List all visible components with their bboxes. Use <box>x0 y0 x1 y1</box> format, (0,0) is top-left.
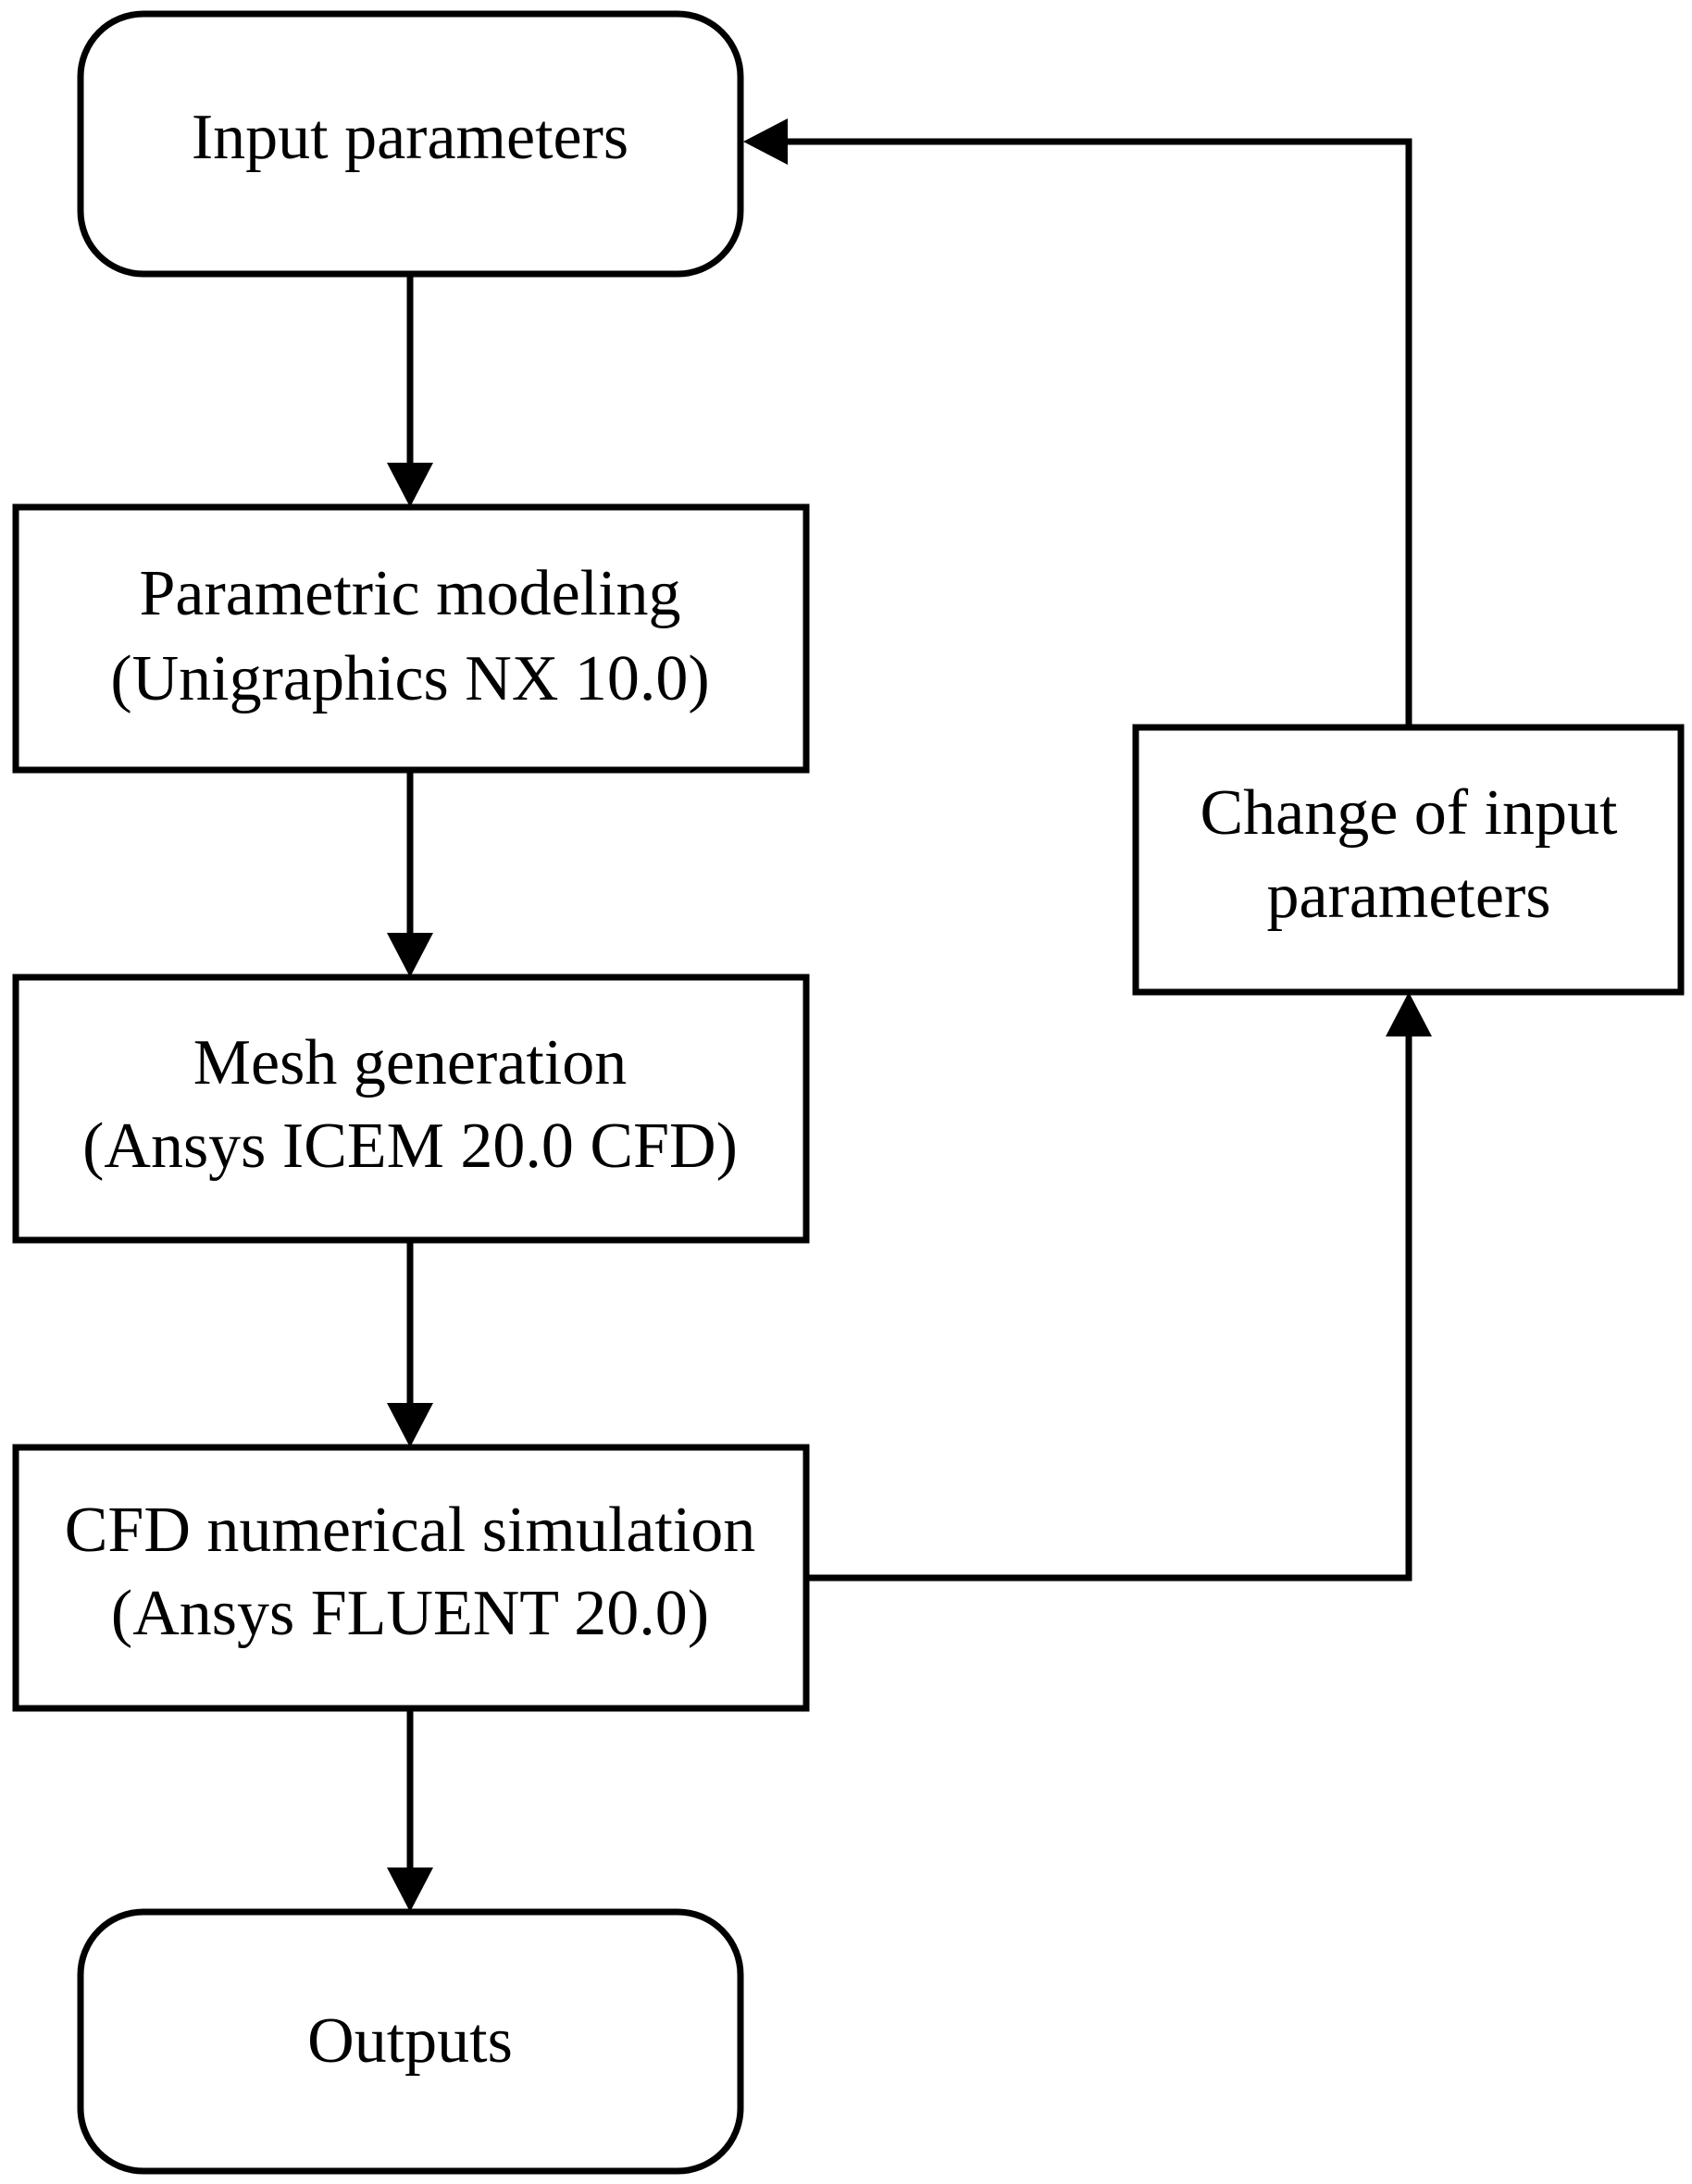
edge-mesh-to-cfd <box>387 1240 433 1447</box>
node-cfd-simulation: CFD numerical simulation (Ansys FLUENT 2… <box>12 1444 810 1712</box>
node-mesh-generation-tool: (Ansys ICEM 20.0 CFD) <box>82 1111 738 1182</box>
edge-change-to-input <box>743 118 1412 727</box>
node-cfd-simulation-label: CFD numerical simulation <box>65 1495 756 1566</box>
edge-modeling-to-mesh <box>387 770 433 977</box>
node-change-of-input-parameters-label-2: parameters <box>1266 861 1550 932</box>
node-change-of-input-parameters-label: Change of input <box>1200 777 1618 849</box>
node-outputs-label: Outputs <box>307 2005 513 2077</box>
node-mesh-generation-label: Mesh generation <box>193 1027 627 1098</box>
node-input-parameters: Input parameters <box>77 10 744 278</box>
node-mesh-generation: Mesh generation (Ansys ICEM 20.0 CFD) <box>12 974 810 1244</box>
edge-input-to-modeling <box>387 274 433 507</box>
node-change-of-input-parameters: Change of input parameters <box>1132 724 1685 996</box>
node-parametric-modeling-label: Parametric modeling <box>139 558 680 629</box>
edges <box>387 118 1432 1912</box>
edge-cfd-to-change <box>808 992 1432 1582</box>
node-input-parameters-label: Input parameters <box>192 102 628 173</box>
node-parametric-modeling-tool: (Unigraphics NX 10.0) <box>110 643 709 714</box>
node-cfd-simulation-tool: (Ansys FLUENT 20.0) <box>111 1578 709 1649</box>
node-parametric-modeling: Parametric modeling (Unigraphics NX 10.0… <box>12 503 810 774</box>
node-outputs: Outputs <box>77 1908 744 2175</box>
edge-cfd-to-outputs <box>387 1708 433 1912</box>
